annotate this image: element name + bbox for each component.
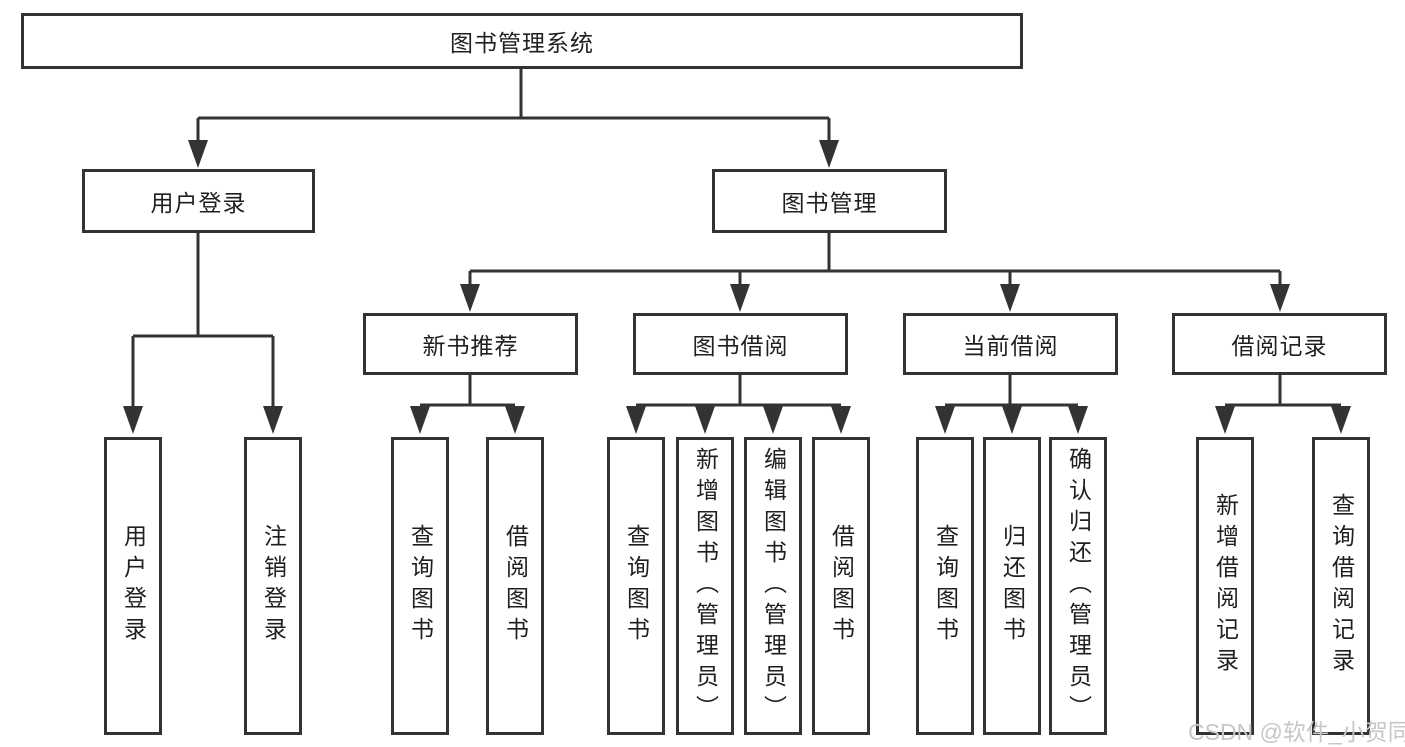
node-label: 查询借阅记录 [1328,493,1355,679]
arrowhead [935,406,955,434]
connector-login-group [131,232,275,408]
arrowhead [730,284,750,312]
node-label: 查询图书 [407,524,434,648]
node-label: 确认归还（管理员） [1065,446,1092,726]
node-user-login: 用户登录 [82,169,315,233]
node-label: 借阅图书 [828,524,855,648]
arrowhead [626,406,646,434]
arrowhead [460,284,480,312]
arrowhead [1215,406,1235,434]
arrowhead [1270,284,1290,312]
arrowhead [831,406,851,434]
leaf-borrow-books-borrowing: 借阅图书 [812,437,870,735]
node-label: 借阅图书 [502,524,529,648]
connector-mgmt-to-level3 [468,232,1282,286]
node-root-system: 图书管理系统 [21,13,1023,69]
arrowhead [1000,284,1020,312]
arrowhead [1331,406,1351,434]
node-label: 图书管理 [781,190,878,216]
node-label: 用户登录 [120,524,147,648]
connector-records-group [1225,374,1341,407]
arrowhead [695,406,715,434]
node-label: 用户登录 [150,190,247,216]
node-label: 新增借阅记录 [1212,493,1239,679]
arrowhead [123,406,143,434]
arrowhead [819,140,839,168]
leaf-return-books: 归还图书 [983,437,1041,735]
leaf-logout: 注销登录 [244,437,302,735]
leaf-query-books-recommend: 查询图书 [391,437,449,735]
leaf-query-books-borrowing: 查询图书 [607,437,665,735]
arrowhead [763,406,783,434]
node-label: 注销登录 [260,524,287,648]
node-new-book-recommend: 新书推荐 [363,313,578,375]
arrowhead [410,406,430,434]
leaf-borrow-books-recommend: 借阅图书 [486,437,544,735]
connector-newbook-group [420,374,515,407]
arrowhead [188,140,208,168]
leaf-user-login: 用户登录 [104,437,162,735]
node-label: 图书借阅 [692,333,789,359]
node-label: 新书推荐 [422,333,519,359]
node-label: 图书管理系统 [450,30,594,56]
leaf-add-borrow-record: 新增借阅记录 [1196,437,1254,735]
connector-borrow-group [636,374,841,407]
leaf-query-books-current: 查询图书 [916,437,974,735]
arrowhead [263,406,283,434]
leaf-add-books-admin: 新增图书（管理员） [676,437,734,735]
node-label: 查询图书 [932,524,959,648]
leaf-query-borrow-record: 查询借阅记录 [1312,437,1370,735]
node-label: 查询图书 [623,524,650,648]
node-label: 编辑图书（管理员） [760,446,787,726]
watermark: CSDN @软件_小贺同学 [1188,719,1405,745]
node-label: 新增图书（管理员） [692,446,719,726]
leaf-confirm-return-admin: 确认归还（管理员） [1049,437,1107,735]
node-label: 当前借阅 [962,333,1059,359]
connector-root-to-level2 [196,68,831,142]
node-current-borrowing: 当前借阅 [903,313,1118,375]
arrowhead [1068,406,1088,434]
connector-current-group [945,374,1078,407]
node-book-management: 图书管理 [712,169,947,233]
node-label: 借阅记录 [1231,333,1328,359]
node-book-borrowing: 图书借阅 [633,313,848,375]
arrowhead [1002,406,1022,434]
node-label: 归还图书 [999,524,1026,648]
node-borrowing-records: 借阅记录 [1172,313,1387,375]
arrowhead [505,406,525,434]
leaf-edit-books-admin: 编辑图书（管理员） [744,437,802,735]
